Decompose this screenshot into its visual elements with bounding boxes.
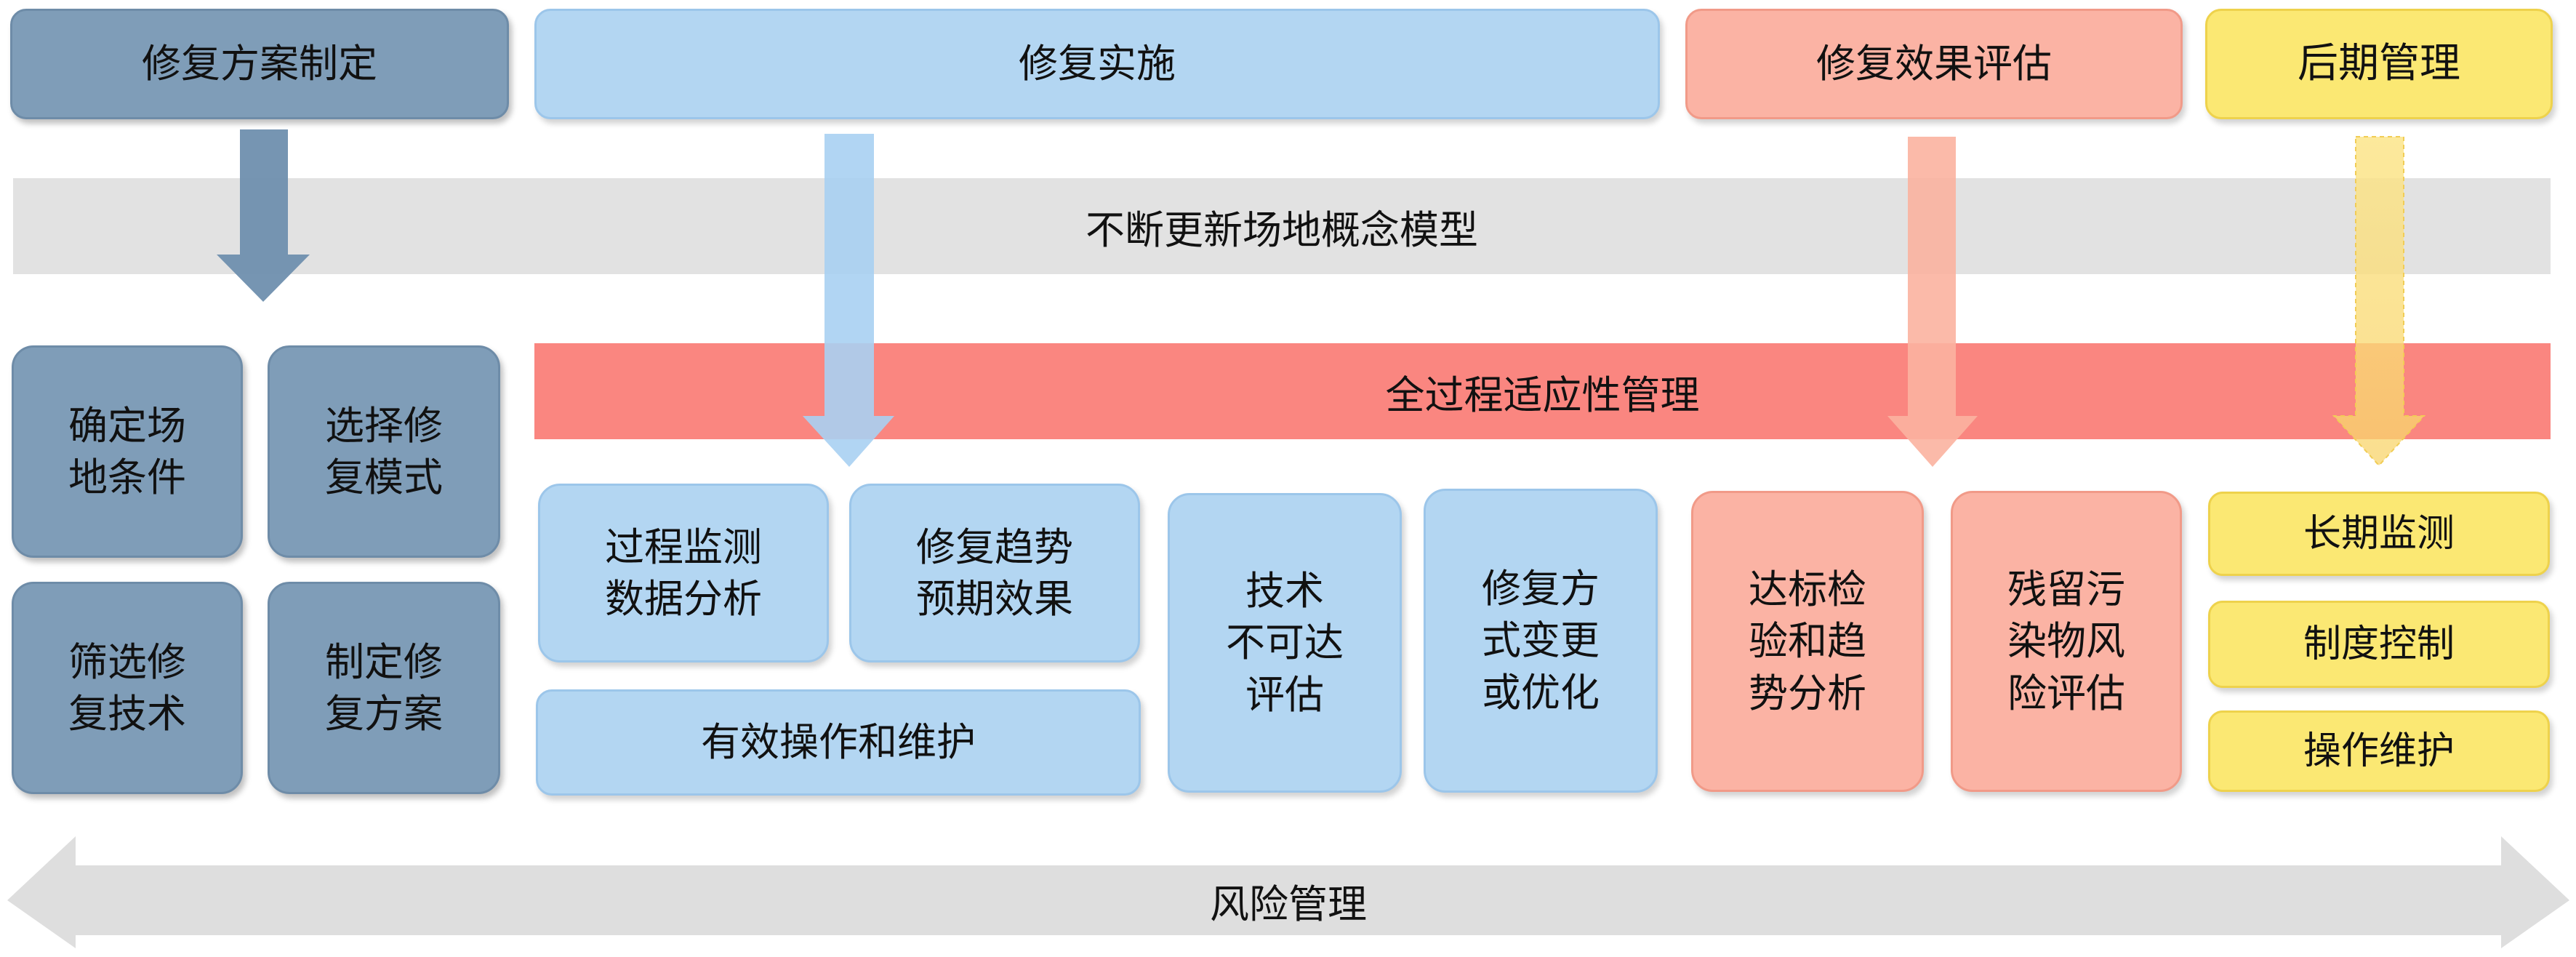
risk-band-label: 风险管理 (1210, 881, 1367, 927)
step-operation-upkeep: 操作维护 (2208, 710, 2550, 792)
step-site-conditions: 确定场 地条件 (12, 345, 243, 558)
step-mode-change: 修复方 式变更 或优化 (1424, 489, 1658, 793)
phase-header-implement: 修复实施 (534, 9, 1660, 119)
model-band: 不断更新场地概念模型 (13, 178, 2551, 274)
adaptive-band-label: 全过程适应性管理 (1385, 372, 1700, 418)
step-compliance-trend: 达标检 验和趋 势分析 (1691, 491, 1924, 792)
step-residual-risk: 残留污 染物风 险评估 (1951, 491, 2182, 792)
phase-header-post: 后期管理 (2205, 9, 2553, 119)
step-operation-maintenance: 有效操作和维护 (536, 689, 1141, 796)
phase-header-plan: 修复方案制定 (10, 9, 509, 119)
step-select-mode: 选择修 复模式 (268, 345, 500, 558)
step-technical-infeasibility: 技术 不可达 评估 (1168, 493, 1402, 793)
step-screen-technology: 筛选修 复技术 (12, 582, 243, 794)
step-institutional-control: 制度控制 (2208, 601, 2550, 688)
adaptive-band: 全过程适应性管理 (534, 343, 2551, 439)
step-trend-expectation: 修复趋势 预期效果 (849, 484, 1140, 662)
step-long-term-monitoring: 长期监测 (2208, 492, 2550, 576)
model-band-label: 不断更新场地概念模型 (1086, 207, 1478, 253)
step-draft-plan: 制定修 复方案 (268, 582, 500, 794)
risk-band-label-wrap: 风险管理 (76, 865, 2501, 935)
phase-header-evaluate: 修复效果评估 (1685, 9, 2183, 119)
step-process-monitoring: 过程监测 数据分析 (538, 484, 829, 662)
